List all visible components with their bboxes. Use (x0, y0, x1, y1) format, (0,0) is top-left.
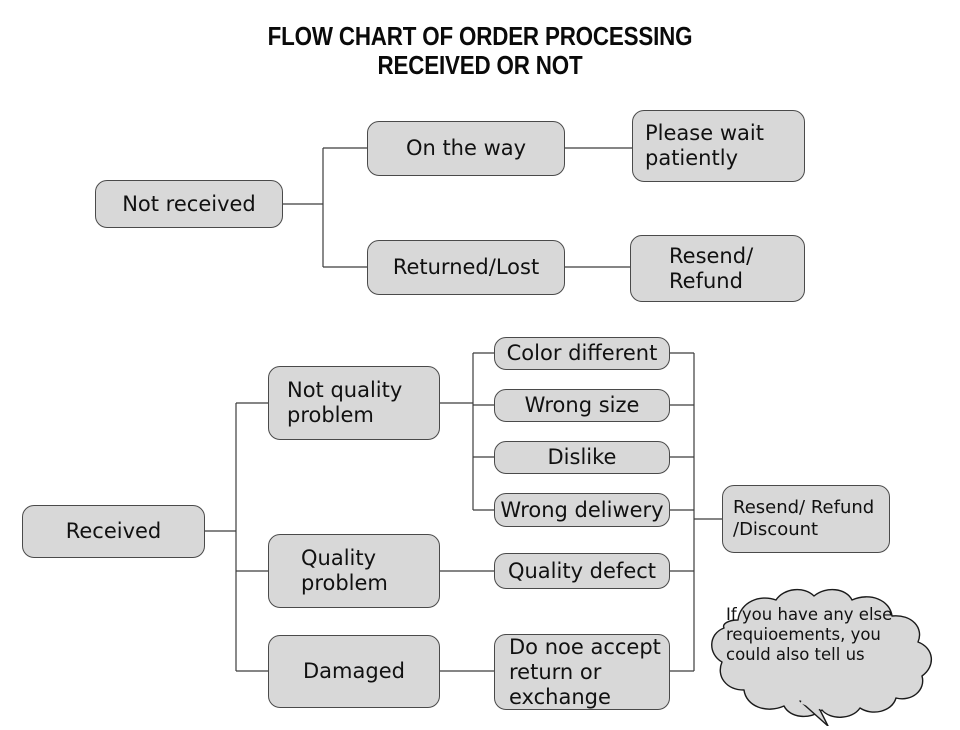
node-wrong-deliwery-label: Wrong deliwery (500, 497, 664, 522)
node-received-label: Received (65, 519, 162, 543)
node-on-the-way-label: On the way (405, 136, 527, 160)
node-damaged-label: Damaged (303, 659, 405, 683)
node-on-the-way[interactable]: On the way (367, 121, 565, 176)
callout-bubble[interactable]: If you have any else requioements, you c… (700, 586, 950, 726)
node-not-quality-problem[interactable]: Not quality problem (268, 366, 440, 440)
node-quality-problem-label: Quality problem (301, 546, 388, 595)
node-do-not-accept-return-label: Do noe accept return or exchange (509, 634, 661, 709)
node-returned-lost-label: Returned/Lost (392, 255, 540, 279)
node-resend-refund-discount[interactable]: Resend/ Refund /Discount (722, 485, 890, 553)
node-please-wait-patiently-label: Please wait patiently (645, 121, 764, 170)
callout-bubble-shape (711, 589, 932, 726)
node-wrong-size-label: Wrong size (524, 393, 640, 417)
node-dislike[interactable]: Dislike (494, 441, 670, 474)
node-damaged[interactable]: Damaged (268, 635, 440, 708)
node-not-received[interactable]: Not received (95, 180, 283, 228)
node-do-not-accept-return[interactable]: Do noe accept return or exchange (494, 634, 670, 710)
node-not-received-label: Not received (122, 191, 256, 216)
node-wrong-deliwery[interactable]: Wrong deliwery (494, 493, 670, 527)
node-quality-defect[interactable]: Quality defect (494, 553, 670, 589)
node-color-different-label: Color different (506, 341, 658, 365)
node-resend-refund[interactable]: Resend/ Refund (630, 235, 805, 302)
node-wrong-size[interactable]: Wrong size (494, 389, 670, 422)
node-not-quality-problem-label: Not quality problem (287, 378, 403, 427)
node-resend-refund-label: Resend/ Refund (669, 243, 754, 293)
node-please-wait-patiently[interactable]: Please wait patiently (632, 110, 805, 182)
page-title: FLOW CHART OF ORDER PROCESSING RECEIVED … (267, 21, 693, 80)
node-resend-refund-discount-label: Resend/ Refund /Discount (733, 497, 875, 540)
node-received[interactable]: Received (22, 505, 205, 558)
node-color-different[interactable]: Color different (494, 337, 670, 370)
node-dislike-label: Dislike (547, 445, 617, 469)
callout-bubble-text: If you have any else requioements, you c… (726, 605, 893, 664)
node-quality-defect-label: Quality defect (507, 558, 657, 583)
node-quality-problem[interactable]: Quality problem (268, 534, 440, 608)
node-returned-lost[interactable]: Returned/Lost (367, 240, 565, 295)
